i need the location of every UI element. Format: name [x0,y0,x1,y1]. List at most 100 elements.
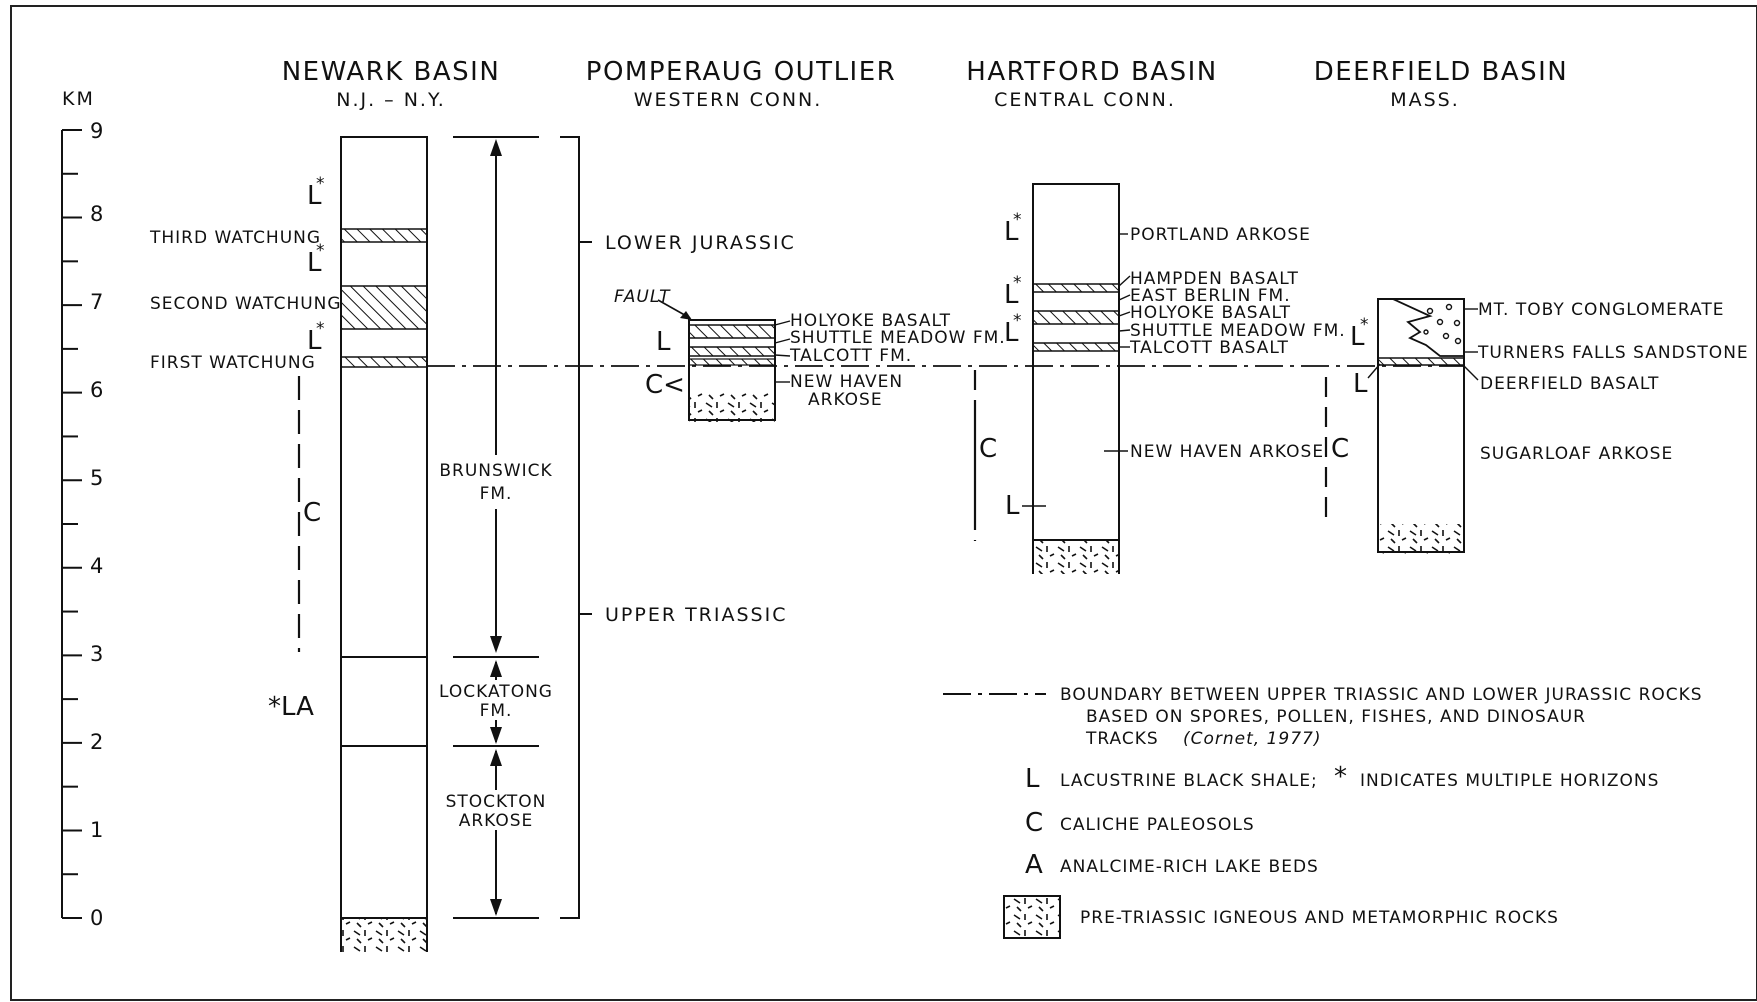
deerfield-l-marker-lower: L [1353,369,1368,399]
scale-label-7: 7 [90,290,103,314]
pomperaug-l-marker: L [656,327,671,357]
second-watchung-basalt [341,286,427,329]
brunswick-label: BRUNSWICK [439,461,552,481]
legend-boundary-line-2: BASED ON SPORES, POLLEN, FISHES, AND DIN… [1086,707,1586,727]
pomperaug-holyoke-basalt [689,325,775,338]
east-berlin-leader [1119,295,1130,300]
newark-la-marker: *LA [268,692,314,722]
legend-a-text: ANALCIME-RICH LAKE BEDS [1060,857,1319,877]
pomperaug-talcott-basalt [689,347,775,356]
newark-subtitle: N.J. – N.Y. [336,89,446,111]
legend-l-text: LACUSTRINE BLACK SHALE; [1060,771,1318,791]
hartford-l-marker-bottom: L [1005,491,1020,521]
hartford-shuttle-meadow-leader [1119,330,1130,331]
deerfield-basalt-label: DEERFIELD BASALT [1480,374,1659,394]
newark-column-outline [341,137,427,918]
pomperaug-shuttle-meadow-label: SHUTTLE MEADOW FM. [790,328,1006,348]
scale-label-0: 0 [90,906,103,930]
hartford-hampden-basalt [1033,284,1119,292]
hartford-l-star-middle: * [1013,273,1023,293]
newark-basement-rocks [341,918,427,952]
pomperaug-talcott-label: TALCOTT FM. [789,346,912,366]
legend-c-symbol: C [1025,808,1043,838]
stockton-arrow-head-bottom [490,899,502,916]
hartford-talcott-label: TALCOTT BASALT [1129,338,1289,358]
mt-toby-label: MT. TOBY CONGLOMERATE [1478,300,1724,320]
deerfield-title: DEERFIELD BASIN [1314,57,1569,87]
turners-falls-label: TURNERS FALLS SANDSTONE [1477,343,1749,363]
scale-label-9: 9 [90,119,103,143]
legend: BOUNDARY BETWEEN UPPER TRIASSIC AND LOWE… [943,685,1703,938]
holyoke-leader [775,321,790,325]
hartford-holyoke-leader [1119,312,1130,316]
pomperaug-c-marker: C< [645,370,685,400]
newark-column: THIRD WATCHUNG SECOND WATCHUNG FIRST WAT… [149,137,796,952]
newark-l-star-upper: * [316,174,326,194]
deerfield-column: L * L C MT. TOBY CONGLOMERATE TURNERS FA… [1326,299,1749,554]
upper-triassic-label: UPPER TRIASSIC [605,604,787,626]
newark-l-star-middle: * [316,241,326,261]
fault-arrow-head [680,311,692,320]
stockton-arkose-label: ARKOSE [459,811,534,831]
legend-c-text: CALICHE PALEOSOLS [1060,815,1255,835]
deerfield-basalt-leader [1464,366,1478,380]
hartford-title: HARTFORD BASIN [966,57,1217,87]
scale-label-2: 2 [90,730,103,754]
legend-l-symbol: L [1025,764,1040,794]
hartford-holyoke-label: HOLYOKE BASALT [1130,303,1291,323]
legend-basement-symbol [1004,896,1060,938]
legend-star-symbol: * [1334,762,1347,792]
deerfield-basalt [1378,358,1464,365]
pomperaug-basement-rocks [689,392,775,422]
lockatong-fm-label: FM. [480,701,513,721]
pomperaug-column: FAULT L C< HOLYOKE BASALT SHUTTLE MEADOW… [614,287,1006,422]
legend-basement-text: PRE-TRIASSIC IGNEOUS AND METAMORPHIC ROC… [1080,908,1559,928]
third-watchung-basalt [341,229,427,242]
talcott-leader [775,355,790,356]
pomperaug-talcott-lower [689,359,775,365]
newark-l-star-lower: * [316,319,326,339]
figure-frame [11,6,1757,1000]
hartford-basement-rocks [1033,540,1119,574]
pomperaug-new-haven-label: NEW HAVEN [790,372,903,392]
lockatong-arrow-head-bottom [490,727,502,744]
lockatong-arrow-head-top [490,660,502,677]
first-watchung-basalt [341,357,427,367]
scale-label-6: 6 [90,378,103,402]
portland-arkose-label: PORTLAND ARKOSE [1130,225,1311,245]
hampden-leader [1119,276,1130,286]
pomperaug-title: POMPERAUG OUTLIER [586,57,896,87]
conglomerate-clasts [1424,305,1461,344]
scale-label-5: 5 [90,466,103,490]
brunswick-arrow-head-top [490,139,502,156]
third-watchung-label: THIRD WATCHUNG [149,228,321,248]
stockton-label: STOCKTON [446,792,547,812]
hartford-caliche-marker: C [979,434,997,464]
hartford-l-star-upper: * [1013,210,1023,230]
brunswick-arrow-head-bottom [490,636,502,653]
sugarloaf-arkose-label: SUGARLOAF ARKOSE [1480,444,1673,464]
hartford-column-outline [1033,184,1119,540]
legend-boundary-line-3: TRACKS [1085,729,1159,749]
km-scale: KM 0 1 2 3 4 5 6 7 8 9 [62,88,103,930]
scale-tick-labels: 0 1 2 3 4 5 6 7 8 9 [90,119,103,930]
hartford-subtitle: CENTRAL CONN. [994,89,1176,111]
scale-label-3: 3 [90,642,103,666]
newark-caliche-marker: C [303,498,321,528]
scale-unit: KM [62,88,95,110]
newark-title: NEWARK BASIN [282,57,501,87]
first-watchung-label: FIRST WATCHUNG [150,353,316,373]
shuttle-meadow-leader [775,339,790,343]
deerfield-caliche-marker: C [1331,434,1349,464]
legend-star-text: INDICATES MULTIPLE HORIZONS [1360,771,1659,791]
hartford-l-star-lower: * [1013,311,1023,331]
deerfield-subtitle: MASS. [1390,89,1460,111]
scale-label-4: 4 [90,554,103,578]
hartford-column: L * L * L * C L PORTLAND ARKOSE HAMPDEN … [975,184,1346,574]
pomperaug-subtitle: WESTERN CONN. [634,89,823,111]
legend-boundary-line-1: BOUNDARY BETWEEN UPPER TRIASSIC AND LOWE… [1060,685,1703,705]
age-bracket [560,137,579,918]
lower-jurassic-label: LOWER JURASSIC [605,232,796,254]
scale-label-8: 8 [90,202,103,226]
lockatong-label: LOCKATONG [439,682,553,702]
